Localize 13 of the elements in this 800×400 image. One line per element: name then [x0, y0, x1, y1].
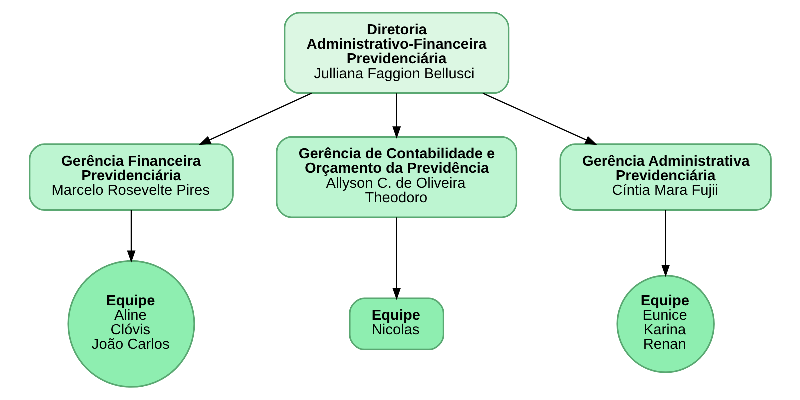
- node-box: Diretoria Administrativo-Financeira Previdenciária Julliana Faggion Bellusci: [284, 12, 510, 94]
- arrow: [661, 210, 670, 278]
- node-circle: Equipe Eunice Karina Renan: [616, 275, 714, 374]
- arrow: [198, 92, 312, 146]
- node-box: Gerência Financeira Previdenciária Marcelo Rosevelte Pires: [28, 144, 234, 211]
- node-box: Equipe Nicolas: [348, 298, 444, 350]
- node-box: Gerência de Contabilidade e Orçamento da Previdência Allyson C. de Oliveira Theodoro: [276, 136, 518, 218]
- node-circle: Equipe Aline Clóvis João Carlos: [67, 260, 195, 388]
- arrow: [482, 92, 597, 146]
- node-box: Gerência Administrativa Previdenciária Cíntia Mara Fujii: [559, 144, 772, 211]
- arrow: [392, 94, 401, 139]
- arrow: [392, 218, 401, 300]
- arrow: [126, 210, 136, 263]
